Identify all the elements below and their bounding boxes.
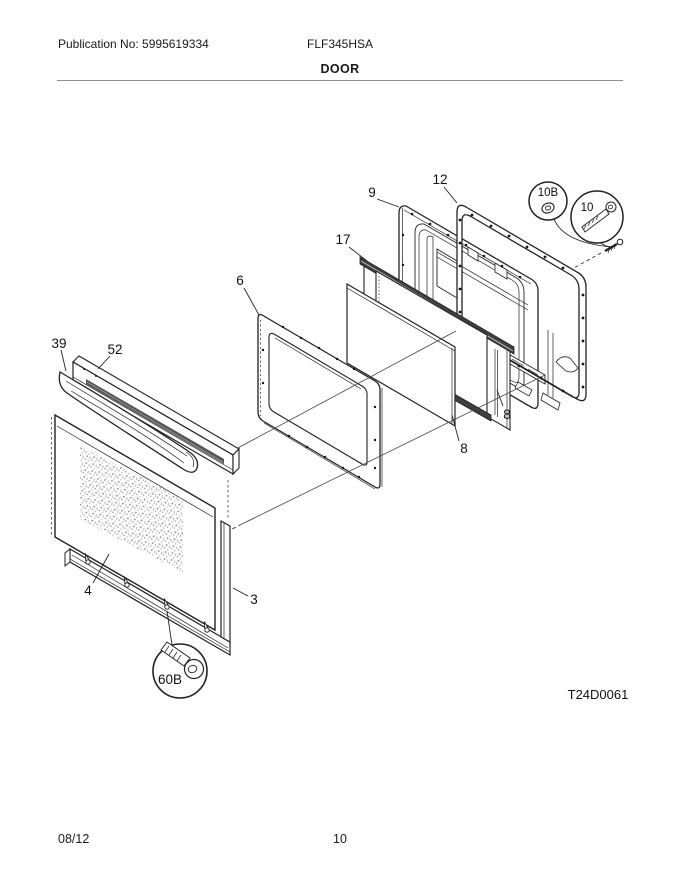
mounting-screws bbox=[84, 553, 210, 633]
callout-3: 3 bbox=[250, 592, 258, 607]
callout-6: 6 bbox=[236, 273, 244, 288]
shoulder-screw-icon bbox=[160, 641, 205, 680]
callout-8a: 8 bbox=[460, 441, 468, 456]
door-frame-6 bbox=[257, 313, 383, 490]
publication-number: Publication No: 5995619334 bbox=[58, 37, 209, 51]
door-seal-frame-12 bbox=[456, 204, 587, 402]
callout-10: 10 bbox=[581, 202, 594, 214]
diagram-code: T24D0061 bbox=[568, 687, 629, 702]
bottom-trim-4 bbox=[64, 547, 231, 657]
header-rule bbox=[57, 80, 623, 81]
callout-labels: 9 12 17 6 39 52 8 8 4 3 bbox=[51, 172, 510, 607]
door-window-stipple bbox=[80, 446, 183, 572]
callout-52: 52 bbox=[107, 342, 122, 357]
panel-9-rivet-dots bbox=[401, 212, 522, 320]
hinge-screw-installed bbox=[571, 238, 624, 270]
callout-39: 39 bbox=[51, 336, 66, 351]
callout-12: 12 bbox=[432, 172, 447, 187]
top-trim-52 bbox=[72, 355, 240, 476]
detail-circle-60b: 60B bbox=[152, 610, 208, 699]
footer-date: 08/12 bbox=[58, 832, 90, 846]
callout-60b: 60B bbox=[158, 672, 182, 687]
callout-17: 17 bbox=[335, 232, 350, 247]
frame-screw-dots bbox=[261, 325, 377, 479]
callout-4: 4 bbox=[84, 583, 92, 598]
washer-icon bbox=[541, 202, 555, 214]
screw-icon bbox=[581, 201, 617, 233]
outer-door-panel bbox=[51, 413, 229, 632]
detail-circle-10b: 10B bbox=[528, 181, 613, 248]
callout-9: 9 bbox=[368, 185, 376, 200]
detail-circle-10: 10 bbox=[570, 190, 624, 248]
footer-page-number: 10 bbox=[333, 832, 347, 846]
callout-10b: 10B bbox=[538, 187, 559, 199]
callout-8b: 8 bbox=[503, 407, 511, 422]
side-trim-3 bbox=[220, 519, 231, 644]
model-number: FLF345HSA bbox=[306, 37, 374, 51]
door-handle-39 bbox=[58, 370, 199, 473]
page-title: DOOR bbox=[320, 62, 360, 76]
